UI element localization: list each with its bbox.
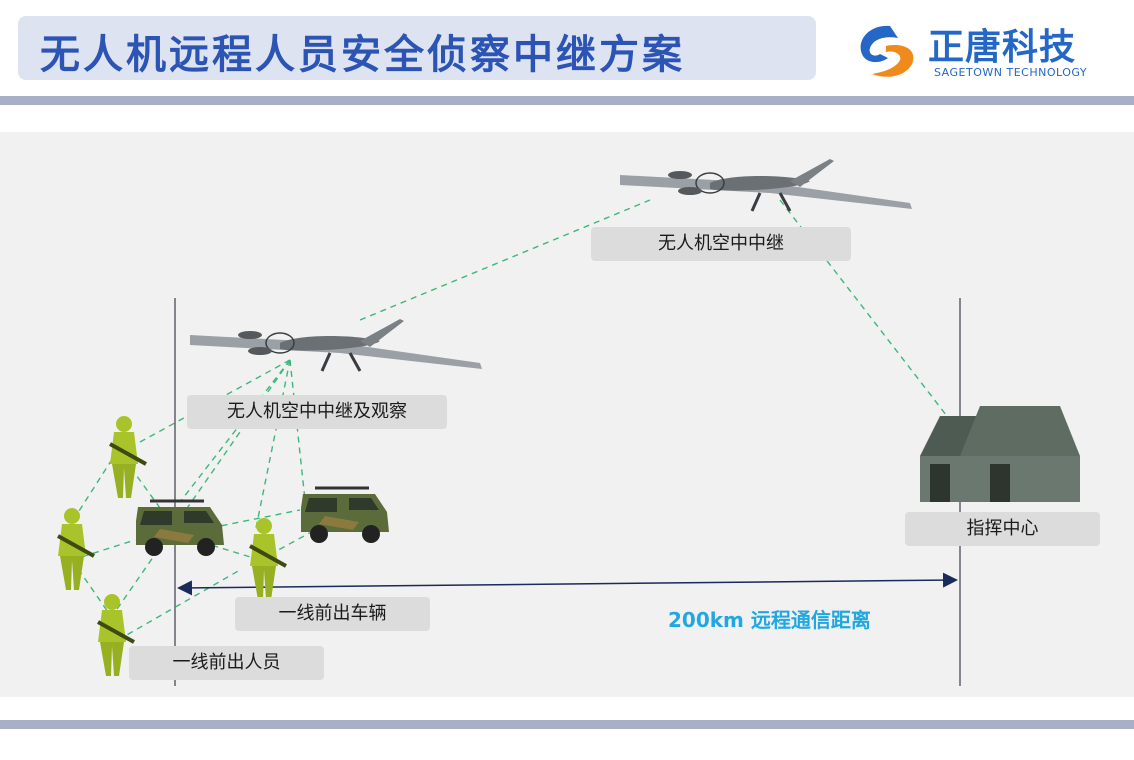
header-divider (0, 96, 1134, 105)
footer-divider (0, 720, 1134, 729)
company-logo: 正唐科技 SAGETOWN TECHNOLOGY (850, 18, 1120, 84)
label-frontline-vehicles: 一线前出车辆 (235, 597, 430, 631)
label-frontline-personnel: 一线前出人员 (129, 646, 324, 680)
logo-name: 正唐科技 (928, 27, 1077, 68)
label-uav-relay: 无人机空中中继 (591, 227, 851, 261)
label-command-center: 指挥中心 (905, 512, 1100, 546)
soldier-image (108, 414, 148, 500)
title-banner (18, 16, 816, 80)
distance-label: 200km 远程通信距离 (668, 608, 871, 632)
soldier-image (56, 506, 96, 592)
observation-uav-image (188, 317, 484, 373)
relay-uav-image (618, 157, 914, 213)
command-tent-image (920, 406, 1080, 502)
label-uav-relay-observe: 无人机空中中继及观察 (187, 395, 447, 429)
vehicle-image (134, 499, 226, 558)
distance-arrow (177, 572, 958, 596)
logo-subtitle: SAGETOWN TECHNOLOGY (934, 66, 1088, 79)
vehicle-image (299, 486, 391, 545)
page-title: 无人机远程人员安全侦察中继方案 (40, 32, 685, 78)
logo-swoosh-icon (860, 25, 914, 77)
